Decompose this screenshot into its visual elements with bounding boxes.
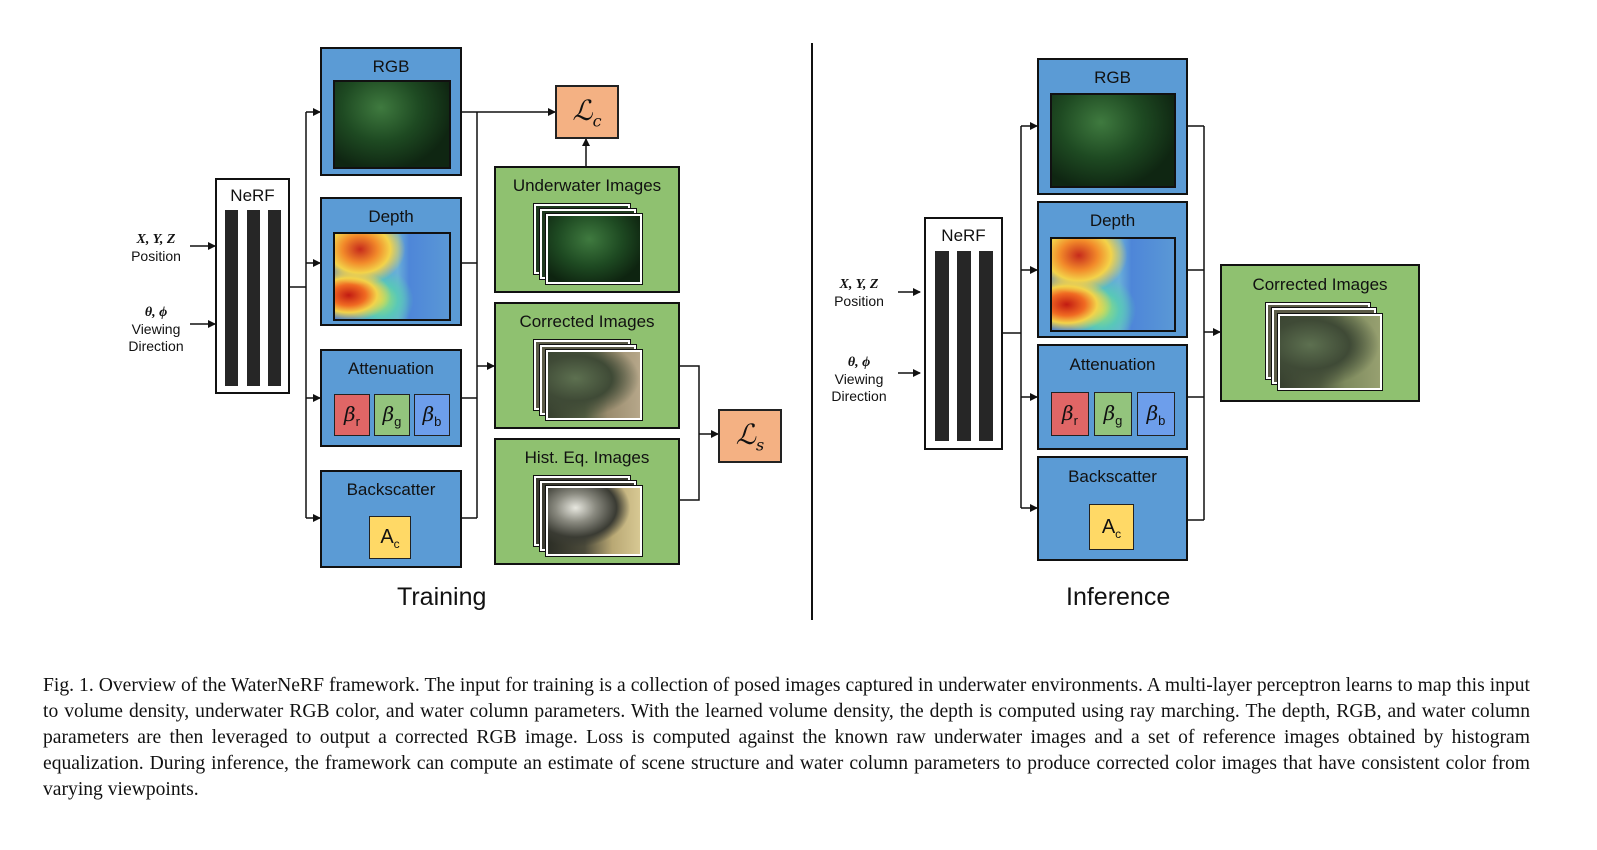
figure-caption: Fig. 1. Overview of the WaterNeRF framew… <box>43 675 1530 800</box>
underwater-rgb-render-image <box>333 80 451 169</box>
depth-map-image <box>333 232 451 321</box>
ac-param: Ac <box>369 516 411 559</box>
rgb-label: RGB <box>372 57 410 76</box>
mlp-layer <box>225 210 238 386</box>
color-loss-box: ℒc <box>555 85 619 139</box>
ac-param: Ac <box>1089 504 1134 550</box>
structure-loss-box: ℒs <box>718 409 782 463</box>
histeq-images-label: Hist. Eq. Images <box>524 448 650 467</box>
corrected-images-label: Corrected Images <box>519 312 655 331</box>
underwater-images-box: Underwater Images <box>494 166 680 293</box>
attenuation-label: Attenuation <box>347 359 434 378</box>
attenuation-box: Attenuation βr βg βb <box>320 349 462 447</box>
mlp-layer <box>935 251 949 441</box>
backscatter-label: Backscatter <box>346 480 436 499</box>
mlp-layer <box>979 251 993 441</box>
beta-r-param: βr <box>1051 392 1089 436</box>
training-section-label: Training <box>397 583 487 611</box>
underwater-images-label: Underwater Images <box>512 176 662 195</box>
depth-output-box: Depth <box>320 197 462 326</box>
rgb-output-box: RGB <box>1037 58 1188 195</box>
beta-g-param: βg <box>374 394 410 436</box>
viewing-direction-input-label: θ, ϕ Viewing Direction <box>831 355 887 404</box>
mlp-layer <box>957 251 971 441</box>
nerf-block: NeRF <box>924 217 1003 450</box>
mlp-layer <box>247 210 260 386</box>
backscatter-label: Backscatter <box>1068 467 1157 486</box>
beta-b-param: βb <box>414 394 450 436</box>
attenuation-label: Attenuation <box>1069 355 1156 374</box>
beta-g-param: βg <box>1094 392 1132 436</box>
nerf-label: NeRF <box>230 186 275 205</box>
underwater-rgb-render-image <box>1050 93 1176 188</box>
rgb-label: RGB <box>1094 68 1131 87</box>
depth-label: Depth <box>368 207 414 226</box>
depth-output-box: Depth <box>1037 201 1188 338</box>
viewing-direction-input-label: θ, ϕ Viewing Direction <box>128 305 184 354</box>
inference-section-label: Inference <box>1066 583 1171 611</box>
position-input-label: X, Y, Z Position <box>131 232 181 264</box>
mlp-layer <box>268 210 281 386</box>
beta-r-param: βr <box>334 394 370 436</box>
depth-map-image <box>1050 237 1176 332</box>
histeq-images-box: Hist. Eq. Images <box>494 438 680 565</box>
attenuation-box: Attenuation βr βg βb <box>1037 344 1188 450</box>
rgb-output-box: RGB <box>320 47 462 176</box>
backscatter-box: Backscatter Ac <box>1037 456 1188 561</box>
depth-label: Depth <box>1089 211 1136 230</box>
position-input-label: X, Y, Z Position <box>834 277 884 309</box>
backscatter-box: Backscatter Ac <box>320 470 462 568</box>
corrected-images-box: Corrected Images <box>1220 264 1420 402</box>
beta-b-param: βb <box>1137 392 1175 436</box>
corrected-images-label: Corrected Images <box>1252 275 1388 294</box>
nerf-label: NeRF <box>941 226 986 245</box>
nerf-block: NeRF <box>215 178 290 394</box>
corrected-images-box: Corrected Images <box>494 302 680 429</box>
